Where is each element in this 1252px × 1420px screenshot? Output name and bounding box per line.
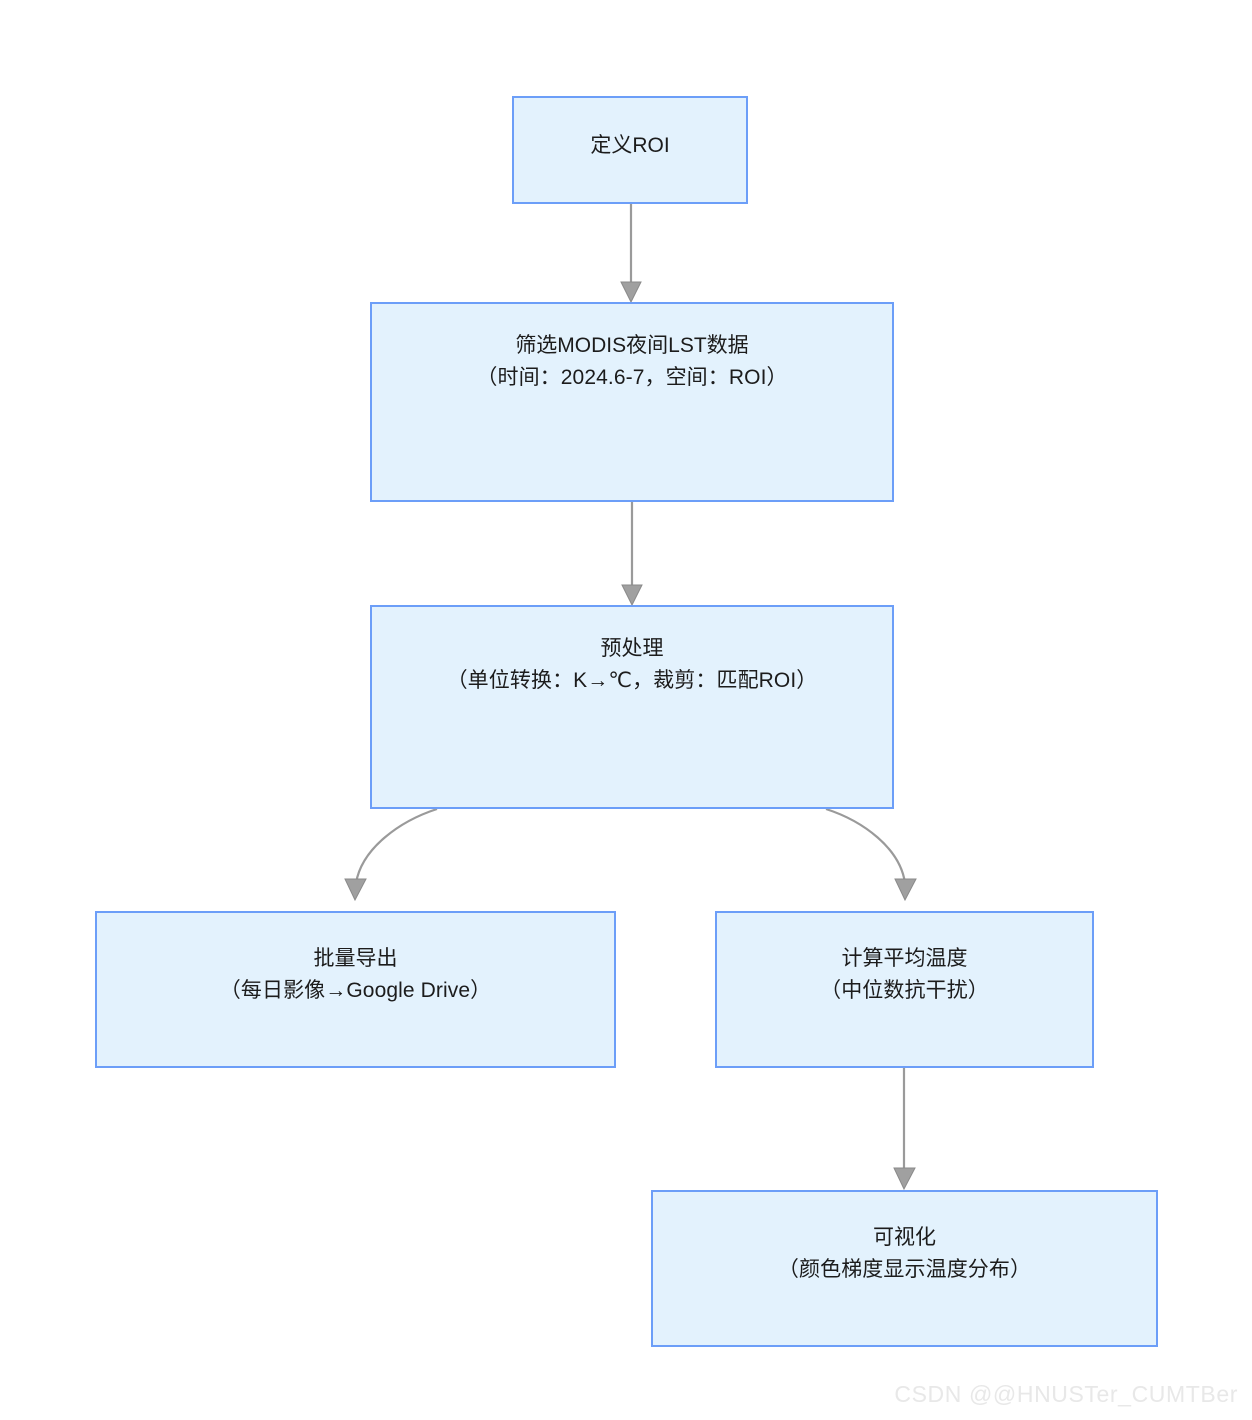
edge-roi-to-filter xyxy=(620,204,642,304)
node-preprocess-subtitle: （单位转换：K→℃，裁剪：匹配ROI） xyxy=(446,668,818,692)
node-visualize-title: 可视化 xyxy=(873,1226,936,1249)
node-preprocess[interactable]: 预处理 （单位转换：K→℃，裁剪：匹配ROI） xyxy=(370,605,894,809)
node-visualize-subtitle: （颜色梯度显示温度分布） xyxy=(777,1257,1032,1281)
edge-preprocess-to-export xyxy=(344,807,438,902)
node-batch-export[interactable]: 批量导出 （每日影像→Google Drive） xyxy=(95,911,616,1068)
node-preprocess-title: 预处理 xyxy=(600,637,664,660)
node-batch-export-subtitle: （每日影像→Google Drive） xyxy=(219,978,492,1002)
node-batch-export-title: 批量导出 xyxy=(313,947,398,970)
csdn-watermark: CSDN @@HNUSTer_CUMTBer xyxy=(894,1381,1238,1407)
edge-filter-to-preprocess xyxy=(621,502,643,607)
node-filter-modis-lst[interactable]: 筛选MODIS夜间LST数据 （时间：2024.6-7，空间：ROI） xyxy=(370,302,894,502)
edge-mean-to-visualize xyxy=(893,1068,916,1191)
node-filter-modis-lst-title: 筛选MODIS夜间LST数据 xyxy=(515,334,749,357)
edge-preprocess-to-mean xyxy=(825,807,917,902)
node-compute-mean-temperature-subtitle: （中位数抗干扰） xyxy=(820,978,989,1002)
node-compute-mean-temperature-title: 计算平均温度 xyxy=(841,947,968,970)
node-visualize[interactable]: 可视化 （颜色梯度显示温度分布） xyxy=(651,1190,1158,1347)
node-define-roi-title: 定义ROI xyxy=(590,134,670,157)
node-define-roi[interactable]: 定义ROI xyxy=(512,96,748,204)
node-filter-modis-lst-subtitle: （时间：2024.6-7，空间：ROI） xyxy=(476,365,788,389)
node-compute-mean-temperature[interactable]: 计算平均温度 （中位数抗干扰） xyxy=(715,911,1094,1068)
